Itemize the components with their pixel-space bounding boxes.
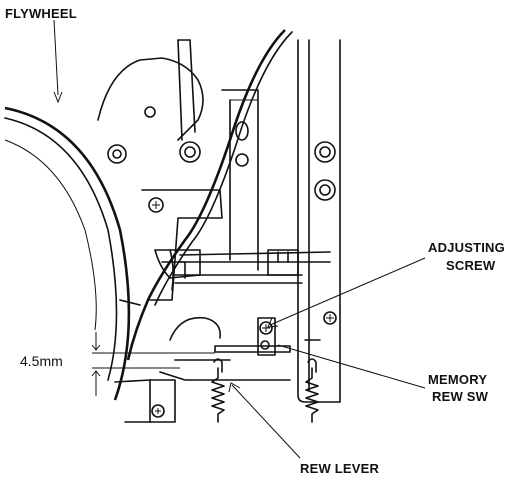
- pin-assembly: [174, 249, 331, 284]
- flywheel-label: FLYWHEEL: [5, 6, 77, 21]
- adjusting-screw-label-line2: SCREW: [446, 258, 496, 273]
- springs: [211, 358, 319, 423]
- memory-switch-assembly: [214, 311, 337, 356]
- dimension-label: 4.5mm: [20, 353, 63, 369]
- chassis-frame: [221, 39, 341, 403]
- dimension-marker: [91, 332, 215, 396]
- cam-plate: [97, 39, 204, 141]
- adjusting-screw-label-line1: ADJUSTING: [428, 240, 505, 255]
- memory-rew-sw-label-line1: MEMORY: [428, 372, 487, 387]
- memory-rew-sw-label-line2: REW SW: [432, 389, 489, 404]
- mounting-holes: [107, 106, 336, 201]
- cable: [126, 29, 293, 361]
- flywheel: [4, 106, 141, 401]
- base-plate: [114, 316, 291, 423]
- rew-lever-label: REW LEVER: [300, 461, 379, 476]
- leader-lines: [53, 19, 426, 459]
